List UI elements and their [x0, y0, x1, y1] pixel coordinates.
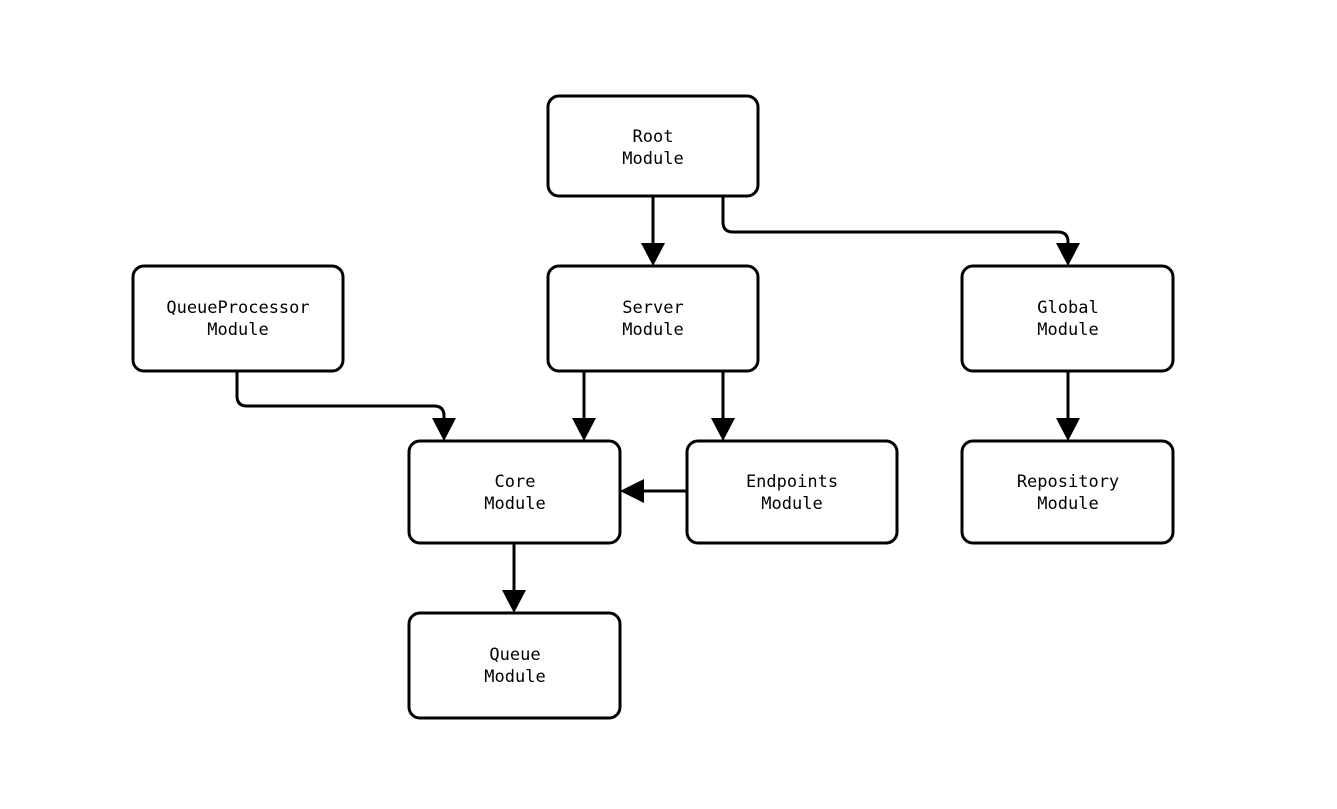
node-label-line2: Module: [484, 667, 545, 687]
arrow-head-icon: [502, 590, 526, 613]
node-box[interactable]: [407, 439, 622, 545]
node-label-line2: Module: [622, 149, 683, 169]
node-label-line2: Module: [1037, 320, 1098, 340]
edge-core-to-queue: [502, 543, 526, 613]
node-label-line2: Module: [622, 320, 683, 340]
edge-root-to-server: [641, 196, 665, 266]
node-endpoints-module[interactable]: Endpoints Module: [685, 439, 899, 545]
arrow-head-icon: [641, 243, 665, 266]
node-box[interactable]: [407, 611, 622, 720]
edge-line: [235, 371, 446, 424]
node-label-line1: QueueProcessor: [166, 298, 309, 318]
node-label-line1: Queue: [489, 645, 540, 665]
node-label-line2: Module: [1037, 494, 1098, 514]
node-label-line2: Module: [207, 320, 268, 340]
node-box[interactable]: [685, 439, 899, 545]
edge-server-to-core: [572, 371, 596, 441]
node-label-line1: Server: [622, 298, 683, 318]
node-box[interactable]: [546, 264, 760, 373]
node-box[interactable]: [131, 264, 345, 373]
node-server-module[interactable]: Server Module: [546, 264, 760, 373]
edge-server-to-endpoints: [711, 371, 735, 441]
node-label-line1: Root: [633, 127, 674, 147]
node-label-line1: Endpoints: [746, 472, 838, 492]
edge-queueprocessor-to-core: [235, 371, 456, 441]
node-label-line2: Module: [484, 494, 545, 514]
node-queue-module[interactable]: Queue Module: [407, 611, 622, 720]
node-root-module[interactable]: Root Module: [546, 94, 760, 198]
edge-root-to-global: [721, 196, 1080, 266]
node-box[interactable]: [960, 439, 1175, 545]
node-queueprocessor-module[interactable]: QueueProcessor Module: [131, 264, 345, 373]
arrow-head-icon: [620, 479, 644, 503]
arrow-head-icon: [572, 418, 596, 441]
node-box[interactable]: [546, 94, 760, 198]
node-global-module[interactable]: Global Module: [960, 264, 1175, 373]
arrow-head-icon: [432, 418, 456, 441]
node-label-line1: Global: [1037, 298, 1098, 318]
node-label-line2: Module: [761, 494, 822, 514]
node-core-module[interactable]: Core Module: [407, 439, 622, 545]
node-repository-module[interactable]: Repository Module: [960, 439, 1175, 545]
edge-line: [721, 196, 1070, 249]
edge-endpoints-to-core: [620, 479, 687, 503]
arrow-head-icon: [1056, 243, 1080, 266]
arrow-head-icon: [1056, 418, 1080, 441]
edge-global-to-repository: [1056, 371, 1080, 441]
node-label-line1: Repository: [1017, 472, 1119, 492]
node-box[interactable]: [960, 264, 1175, 373]
arrow-head-icon: [711, 418, 735, 441]
node-label-line1: Core: [495, 472, 536, 492]
